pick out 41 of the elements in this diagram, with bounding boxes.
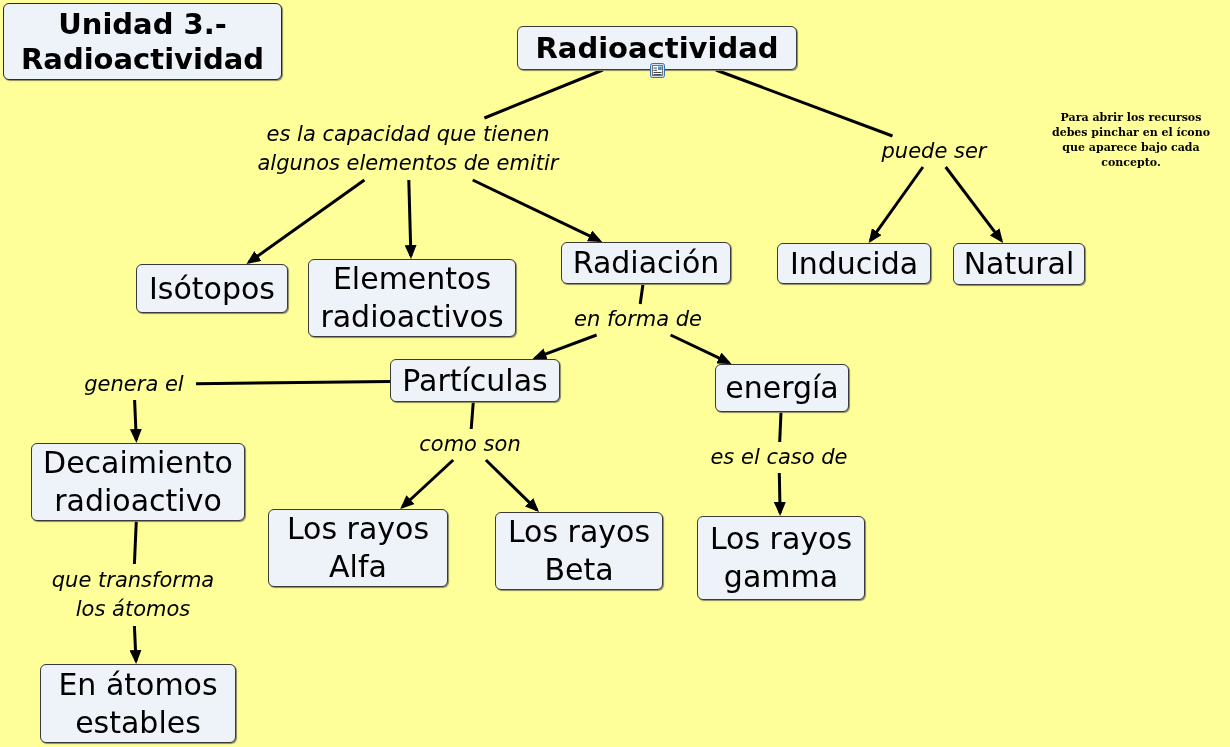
map-title: Unidad 3.- Radioactividad	[3, 3, 282, 80]
concept-box: Natural	[953, 243, 1085, 285]
concept-box: Los rayos gamma	[697, 516, 865, 600]
arrow	[773, 472, 786, 516]
arrow	[472, 178, 603, 243]
arrow	[484, 458, 540, 512]
arrow	[532, 333, 598, 360]
linking-phrase: es el caso de	[694, 442, 864, 473]
connector-line	[638, 283, 645, 305]
concept-box: Elementos radioactivos	[308, 259, 516, 337]
concept-box: Radiación	[561, 242, 731, 284]
linking-phrase: es la capacidad que tienen algunos elementos de emitir	[228, 118, 588, 180]
connector-line	[132, 520, 138, 565]
arrow	[868, 166, 925, 244]
arrow	[129, 625, 142, 664]
connector-line	[469, 401, 475, 430]
concept-box: Los rayos Alfa	[268, 509, 448, 587]
arrow	[404, 179, 417, 259]
linking-phrase: que transforma los átomos	[38, 564, 228, 626]
connector-line	[483, 68, 604, 120]
concept-box: Los rayos Beta	[495, 512, 663, 590]
arrow	[944, 166, 1004, 243]
concept-box: Decaimiento radioactivo	[31, 443, 245, 521]
arrow	[669, 333, 732, 365]
concept-box: En átomos estables	[40, 664, 236, 743]
connector-line	[715, 68, 894, 138]
linking-phrase: puede ser	[868, 136, 1000, 167]
concept-box: Radioactividad	[517, 26, 797, 70]
arrow	[400, 458, 455, 510]
linking-phrase: en forma de	[558, 304, 718, 335]
concept-box: energía	[715, 364, 849, 412]
arrow	[246, 178, 366, 265]
concept-box: Inducida	[777, 243, 931, 284]
linking-phrase: como son	[406, 429, 534, 460]
instruction-note: Para abrir los recursos debes pinchar en el ícono que aparece bajo cada concepto.	[1050, 110, 1212, 170]
concept-box: Isótopos	[136, 264, 288, 313]
arrow	[129, 399, 142, 443]
connector-line	[195, 380, 391, 386]
connector-line	[778, 411, 783, 443]
linking-phrase: genera el	[72, 369, 196, 400]
concept-box: Partículas	[390, 359, 560, 402]
